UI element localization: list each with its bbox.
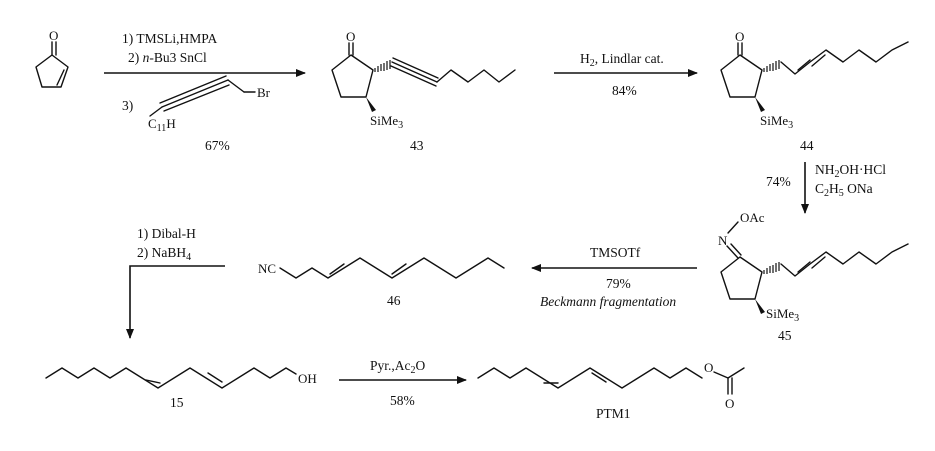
compound-46-structure: NC 46 — [258, 257, 505, 308]
step1-conditions: 1) TMSLi,HMPA 2) n-Bu3 SnCl 3) Br C11H 6… — [122, 31, 271, 153]
svg-text:NH2OH·HCl: NH2OH·HCl — [815, 162, 886, 180]
compound-label-46: 46 — [387, 293, 401, 308]
svg-text:NC: NC — [258, 261, 276, 276]
svg-text:SiMe3: SiMe3 — [766, 306, 799, 324]
compound-44-structure: O SiMe3 44 — [720, 29, 909, 153]
ptm1-structure: O O PTM1 — [477, 360, 745, 421]
step4-conditions: TMSOTf 79% Beckmann fragmentation — [540, 245, 676, 309]
compound-45-structure: N OAc SiMe3 45 — [718, 210, 909, 343]
svg-text:OH: OH — [298, 371, 317, 386]
svg-text:O: O — [704, 360, 713, 375]
svg-text:2) n-Bu3 SnCl: 2) n-Bu3 SnCl — [128, 50, 207, 65]
svg-text:Beckmann fragmentation: Beckmann fragmentation — [540, 294, 676, 309]
compound-label-45: 45 — [778, 328, 792, 343]
compound-label-15: 15 — [170, 395, 184, 410]
svg-text:C2H5 ONa: C2H5 ONa — [815, 181, 873, 199]
step6-conditions: Pyr.,Ac2O 58% — [370, 358, 426, 408]
svg-text:SiMe3: SiMe3 — [760, 113, 793, 131]
svg-text:SiMe3: SiMe3 — [370, 113, 403, 131]
svg-text:C11H: C11H — [148, 116, 176, 134]
compound-label-44: 44 — [800, 138, 814, 153]
svg-text:67%: 67% — [205, 138, 230, 153]
step3-conditions: NH2OH·HCl C2H5 ONa 74% — [766, 162, 886, 199]
atom-o-start: O — [49, 28, 58, 43]
svg-text:1) Dibal-H: 1) Dibal-H — [137, 226, 196, 241]
compound-label-ptm1: PTM1 — [596, 406, 631, 421]
svg-text:Pyr.,Ac2O: Pyr.,Ac2O — [370, 358, 426, 376]
svg-text:Br: Br — [257, 85, 271, 100]
svg-text:O: O — [735, 29, 744, 44]
svg-text:OAc: OAc — [740, 210, 765, 225]
step2-conditions: H2, Lindlar cat. 84% — [580, 51, 664, 98]
svg-text:TMSOTf: TMSOTf — [590, 245, 641, 260]
svg-text:58%: 58% — [390, 393, 415, 408]
reaction-arrow-5 — [126, 265, 225, 339]
svg-text:79%: 79% — [606, 276, 631, 291]
svg-text:N: N — [718, 233, 728, 248]
svg-text:1) TMSLi,HMPA: 1) TMSLi,HMPA — [122, 31, 218, 46]
svg-text:84%: 84% — [612, 83, 637, 98]
svg-text:O: O — [346, 29, 355, 44]
step5-conditions: 1) Dibal-H 2) NaBH4 — [137, 226, 196, 263]
svg-text:2) NaBH4: 2) NaBH4 — [137, 245, 191, 263]
svg-text:74%: 74% — [766, 174, 791, 189]
compound-15-structure: OH 15 — [45, 367, 317, 410]
cyclopentenone-structure: O — [35, 28, 69, 88]
svg-text:3): 3) — [122, 98, 133, 113]
compound-label-43: 43 — [410, 138, 424, 153]
svg-text:H2, Lindlar cat.: H2, Lindlar cat. — [580, 51, 664, 69]
svg-text:O: O — [725, 396, 734, 411]
compound-43-structure: O SiMe3 43 — [331, 29, 516, 153]
